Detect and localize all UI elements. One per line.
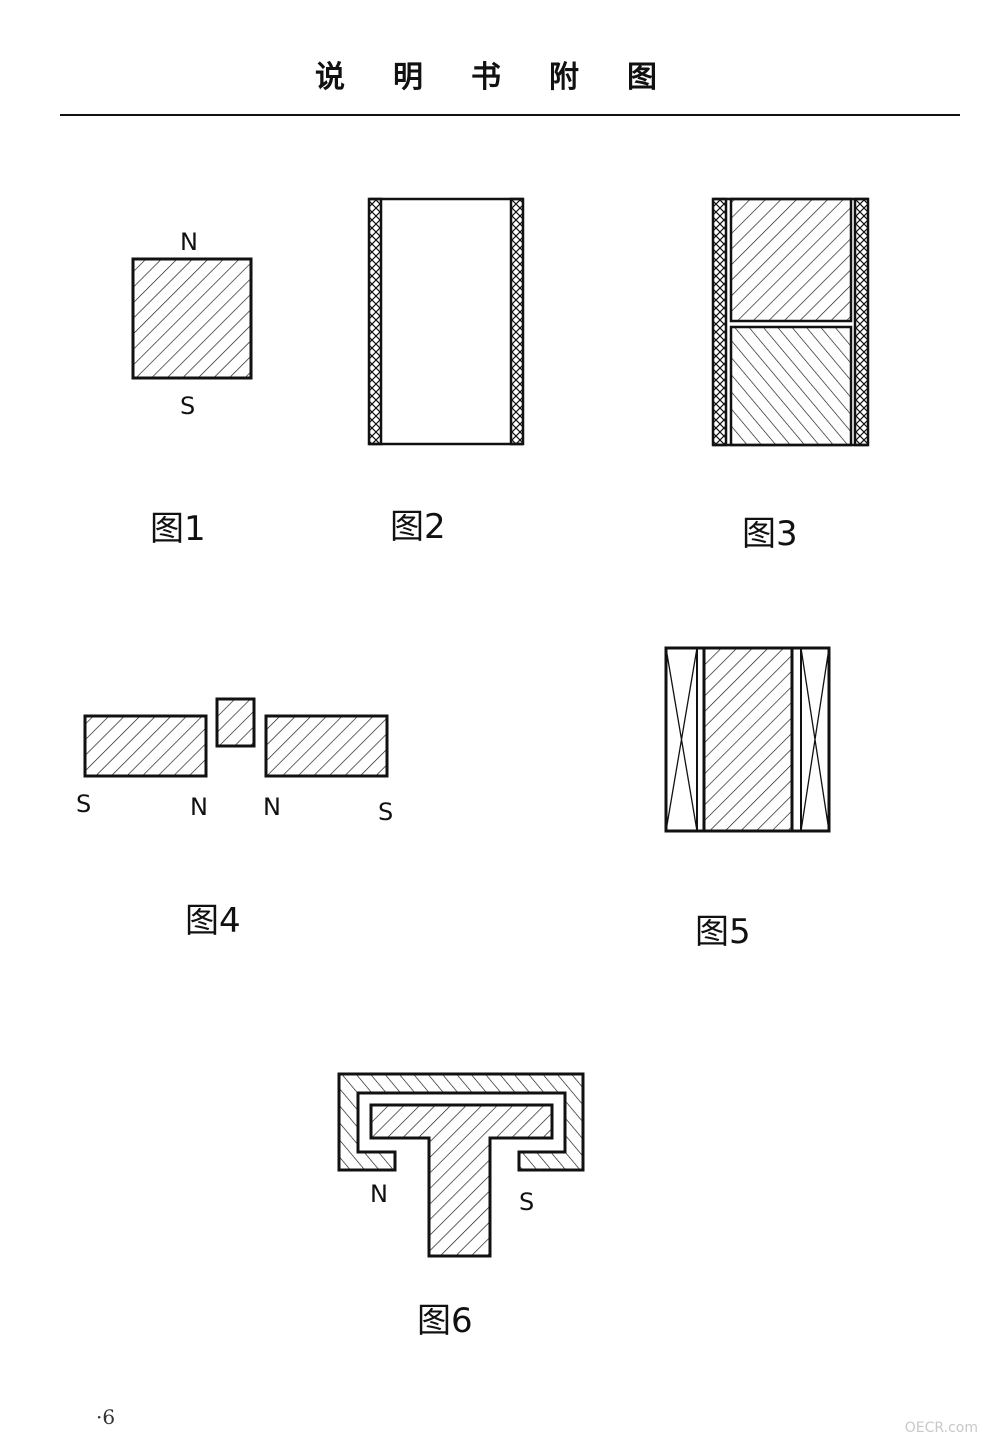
fig6-pole-left: N (370, 1180, 388, 1208)
fig3-magnet-upper (729, 197, 853, 323)
figure-3: 图3 (711, 197, 870, 554)
fig2-wall-left (367, 197, 383, 446)
fig3-caption: 图3 (742, 514, 798, 554)
fig4-pole-3: N (263, 793, 281, 821)
fig4-pole-1: S (76, 790, 91, 818)
fig1-magnet (131, 257, 253, 380)
fig1-pole-top: N (180, 228, 198, 256)
fig5-caption: 图5 (695, 912, 751, 952)
fig3-wall-left (711, 197, 728, 447)
fig6-yoke (337, 1072, 585, 1172)
page-number: ·6 (96, 1405, 116, 1429)
fig2-caption: 图2 (390, 507, 446, 547)
fig1-caption: 图1 (150, 509, 206, 549)
fig4-pole-4: S (378, 798, 393, 826)
fig4-pole-2: N (190, 793, 208, 821)
fig6-t-core (369, 1103, 554, 1258)
fig4-magnet-center (215, 697, 256, 748)
figure-2: 图2 (367, 197, 525, 547)
fig3-wall-right (853, 197, 870, 447)
fig5-coil-left-cross (665, 647, 698, 832)
fig3-magnet-lower (729, 325, 853, 447)
fig2-wall-right (509, 197, 525, 446)
fig6-pole-right: S (519, 1188, 534, 1216)
figure-5: 图5 (664, 646, 831, 952)
fig6-caption: 图6 (417, 1301, 473, 1341)
fig4-magnet-right (264, 714, 389, 778)
fig5-core (702, 646, 794, 833)
fig4-magnet-left (83, 714, 208, 778)
watermark: OECR.com (904, 1420, 978, 1436)
figure-4: S N N S 图4 (76, 697, 393, 941)
figure-6: N S 图6 (337, 1072, 585, 1341)
page-title: 说明书附图 (315, 60, 705, 95)
header-rule (60, 114, 960, 116)
fig5-coil-right-cross (800, 647, 830, 832)
figure-1: N S 图1 (131, 228, 253, 549)
fig4-caption: 图4 (185, 901, 241, 941)
fig1-pole-bottom: S (180, 392, 195, 420)
